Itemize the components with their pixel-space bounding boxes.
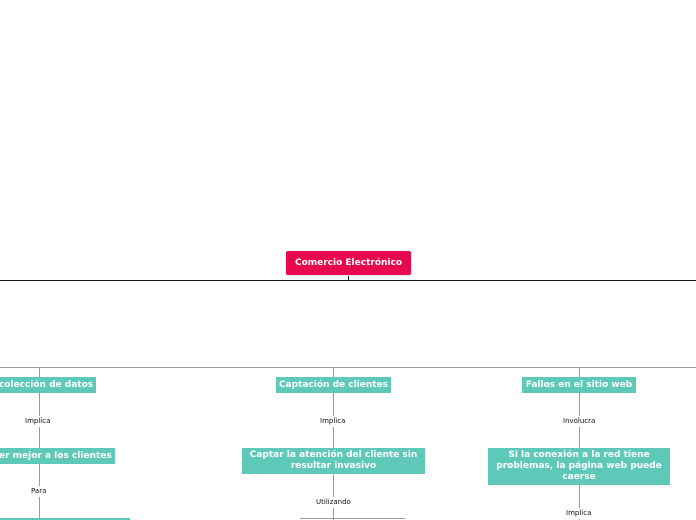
branch-2-drop-line	[333, 367, 334, 520]
branch-1-child-line	[0, 518, 130, 520]
relation-label: Implica	[23, 416, 53, 427]
branch-1-drop-line	[39, 367, 40, 520]
topic-label: Fallos en el sitio web	[525, 379, 633, 390]
topic-captacion-de-clientes[interactable]: Captación de clientes	[276, 377, 391, 393]
subtopic-conocer-clientes[interactable]: Conocer mejor a los clientes	[0, 448, 115, 464]
subtopic-label: Conocer mejor a los clientes	[0, 450, 112, 461]
subtopic-label: Captar la atención del cliente sin resul…	[249, 450, 418, 471]
relation-label: Para	[29, 486, 49, 497]
subtopic-label: Si la conexión a la red tiene problemas,…	[496, 450, 662, 482]
relation-label: Implica	[318, 416, 348, 427]
root-stem-line	[348, 276, 349, 281]
relation-label: Implica	[564, 508, 594, 519]
subtopic-conexion-red[interactable]: Si la conexión a la red tiene problemas,…	[488, 448, 670, 485]
topic-label: Captación de clientes	[278, 379, 389, 390]
topic-label: Recolección de datos	[0, 379, 94, 390]
root-topic-label: Comercio Electrónico	[294, 257, 403, 268]
topic-recoleccion-de-datos[interactable]: Recolección de datos	[0, 377, 96, 393]
relation-label: Utilizando	[314, 497, 353, 508]
branch-3-drop-line	[579, 367, 580, 520]
relation-label: Involucra	[561, 416, 598, 427]
branch-connector-line	[0, 367, 696, 368]
root-topic[interactable]: Comercio Electrónico	[286, 251, 411, 275]
branch-2-child-line	[300, 518, 405, 519]
subtopic-captar-atencion[interactable]: Captar la atención del cliente sin resul…	[242, 448, 425, 474]
topic-fallos-en-el-sitio-web[interactable]: Fallos en el sitio web	[522, 377, 636, 393]
